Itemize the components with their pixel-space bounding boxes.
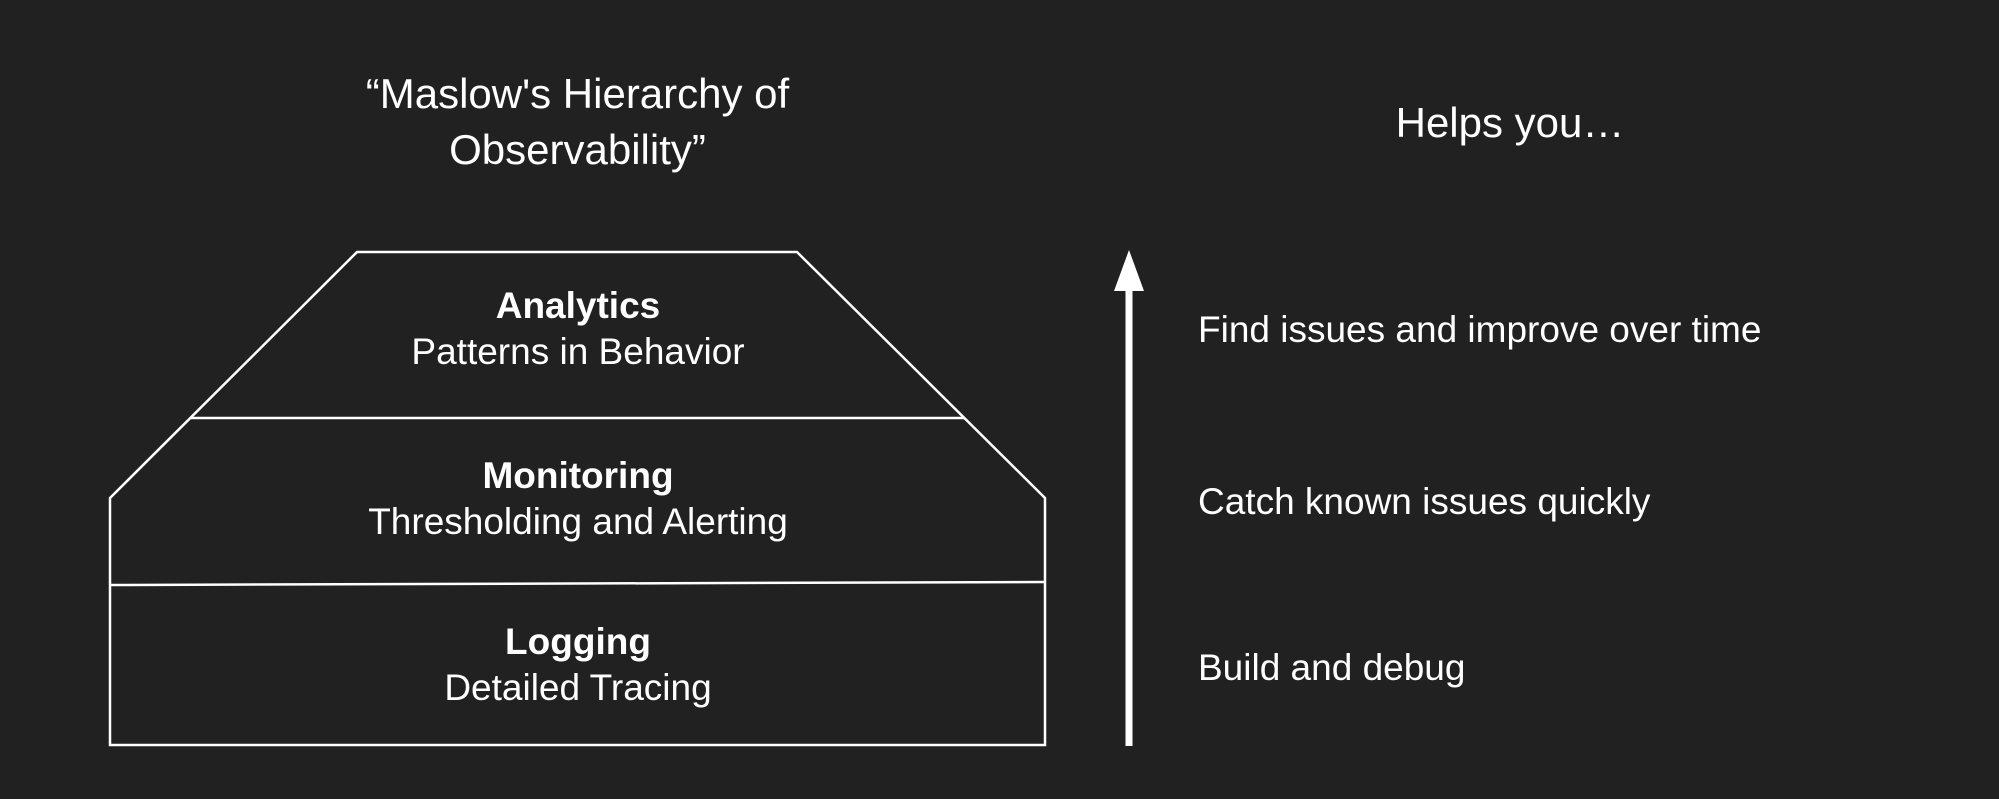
tier-monitoring: Monitoring Thresholding and Alerting [278, 454, 878, 546]
up-arrow-icon [1114, 250, 1144, 746]
tier-analytics: Analytics Patterns in Behavior [278, 284, 878, 376]
benefit-monitoring: Catch known issues quickly [1198, 481, 1651, 522]
tier-name-logging: Logging [505, 621, 651, 662]
tier-description-logging: Detailed Tracing [444, 667, 712, 708]
helps-you-heading: Helps you… [1395, 99, 1625, 146]
up-arrow-head [1114, 250, 1144, 291]
diagram-title: “Maslow's Hierarchy of Observability” [240, 66, 915, 178]
tier-name-monitoring: Monitoring [482, 455, 674, 496]
tier-logging: Logging Detailed Tracing [278, 620, 878, 712]
tier-name-analytics: Analytics [495, 285, 661, 326]
tier-description-monitoring: Thresholding and Alerting [368, 501, 788, 542]
benefit-logging: Build and debug [1198, 647, 1466, 688]
diagram-title-line-1: “Maslow's Hierarchy of [365, 70, 790, 117]
tier-description-analytics: Patterns in Behavior [411, 331, 745, 372]
diagram-title-line-2: Observability” [449, 126, 706, 173]
pyramid-outline [108, 250, 1047, 747]
tier-divider-monitoring-logging [109, 580, 1046, 587]
benefit-analytics: Find issues and improve over time [1198, 309, 1762, 350]
